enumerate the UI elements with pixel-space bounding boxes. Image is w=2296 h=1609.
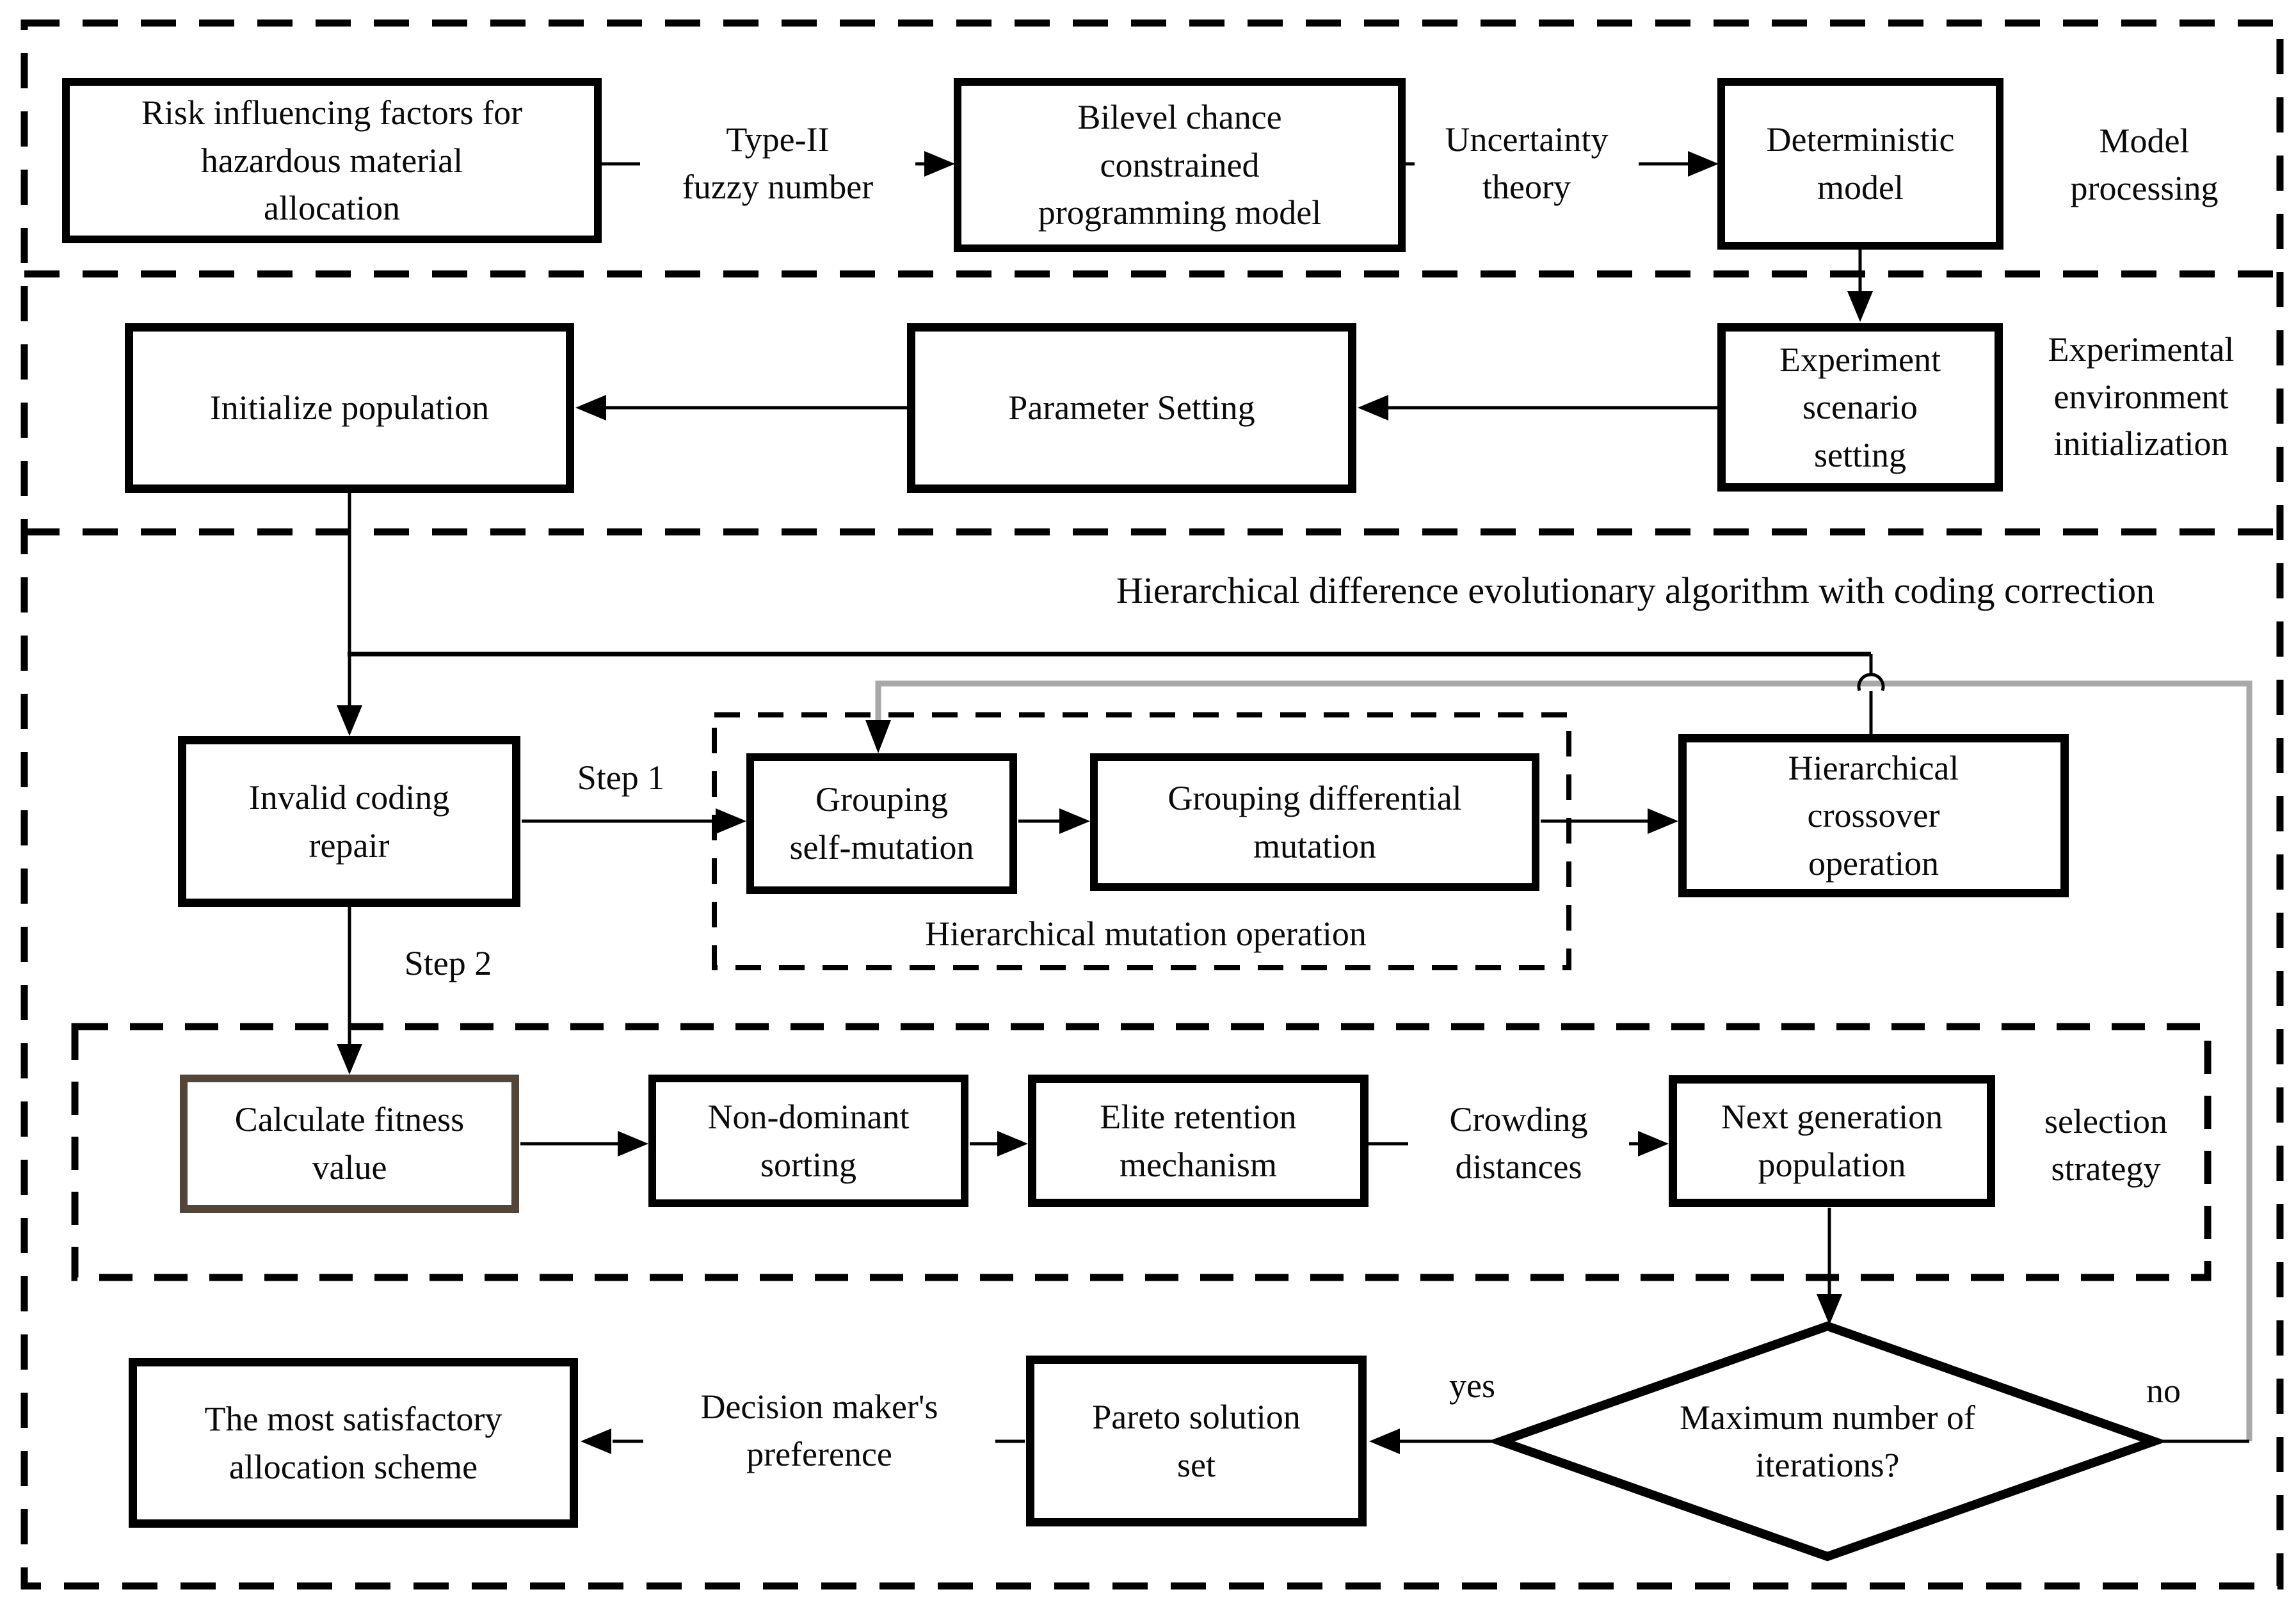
box-initialize-population: Initialize population	[125, 323, 574, 493]
box-risk-factors: Risk influencing factors for hazardous m…	[62, 78, 602, 243]
arrowhead-into-fitness	[337, 1044, 362, 1075]
edge-label-uncertainty-theory: Uncertainty theory	[1415, 114, 1639, 214]
group-label-selection-strategy: selection strategy	[2044, 1102, 2167, 1188]
box-experiment-scenario: Experiment scenario setting	[1717, 323, 2003, 492]
box-invalid-coding-repair-label: Invalid coding repair	[248, 778, 450, 865]
box-deterministic-model-label: Deterministic model	[1766, 120, 1955, 207]
decision-diamond	[1487, 1321, 2168, 1562]
edge-label-crowding-distances: Crowding distances	[1408, 1094, 1629, 1194]
arrowhead-into-diffmutation	[1059, 808, 1090, 834]
box-risk-factors-label: Risk influencing factors for hazardous m…	[141, 93, 523, 228]
box-most-satisfactory: The most satisfactory allocation scheme	[129, 1358, 578, 1528]
box-pareto-solution-label: Pareto solution set	[1092, 1397, 1301, 1484]
arrowhead-into-parameter	[1358, 395, 1388, 420]
arrowheads	[337, 151, 1873, 1454]
box-calculate-fitness: Calculate fitness value	[180, 1075, 519, 1213]
arrowhead-into-nextgen	[1638, 1131, 1669, 1157]
edge-label-yes: yes	[1449, 1366, 1495, 1405]
box-grouping-self-mutation: Grouping self-mutation	[746, 753, 1017, 894]
box-bilevel-model-label: Bilevel chance constrained programming m…	[1038, 98, 1322, 232]
box-parameter-setting: Parameter Setting	[907, 323, 1356, 493]
box-hierarchical-crossover: Hierarchical crossover operation	[1678, 734, 2069, 897]
box-hierarchical-crossover-label: Hierarchical crossover operation	[1788, 748, 1959, 883]
box-elite-retention-label: Elite retention mechanism	[1100, 1097, 1297, 1184]
box-non-dominant-sorting: Non-dominant sorting	[648, 1075, 968, 1207]
outer-dashed-border	[20, 19, 2284, 1590]
section-title-algorithm: Hierarchical difference evolutionary alg…	[1116, 569, 2155, 611]
box-elite-retention: Elite retention mechanism	[1028, 1075, 1369, 1207]
decision-diamond-label: Maximum number of iterations?	[1680, 1398, 1975, 1484]
edge-label-no: no	[2146, 1371, 2181, 1410]
edge-label-step-1: Step 1	[577, 758, 665, 797]
arrowhead-into-selfmutation	[716, 808, 746, 834]
arrowhead-into-diamond	[1817, 1294, 1842, 1325]
arrowhead-into-sorting	[618, 1131, 648, 1157]
box-next-generation: Next generation population	[1669, 1075, 1995, 1207]
mutation-group-dashed-box	[712, 712, 1571, 970]
box-pareto-solution: Pareto solution set	[1026, 1356, 1367, 1526]
arrowhead-loop-into-selfmutation	[865, 720, 891, 753]
arrowhead-into-elite	[997, 1131, 1028, 1157]
box-experiment-scenario-label: Experiment scenario setting	[1779, 340, 1941, 474]
arrowhead-into-crossover	[1648, 808, 1678, 834]
arrowhead-into-repair	[337, 705, 362, 736]
box-invalid-coding-repair: Invalid coding repair	[178, 736, 520, 907]
arrowhead-into-pareto	[1369, 1429, 1400, 1454]
section-label-model-processing: Model processing	[2070, 122, 2219, 207]
selection-group-dashed-box	[71, 1023, 2212, 1281]
iteration-loop-line	[875, 680, 2252, 1441]
box-next-generation-label: Next generation population	[1721, 1098, 1943, 1184]
box-grouping-differential-mutation: Grouping differential mutation	[1090, 753, 1539, 891]
box-deterministic-model: Deterministic model	[1717, 78, 2003, 250]
edge-label-step-2: Step 2	[404, 943, 492, 982]
arrowhead-into-initialize	[575, 395, 606, 420]
edge-label-decision-preference: Decision maker's preference	[643, 1381, 995, 1481]
box-most-satisfactory-label: The most satisfactory allocation scheme	[204, 1399, 502, 1486]
box-bilevel-model: Bilevel chance constrained programming m…	[954, 78, 1406, 252]
arrowhead-into-experiment	[1847, 291, 1873, 322]
section-label-experimental-env: Experimental environment initialization	[2048, 330, 2235, 463]
box-grouping-self-mutation-label: Grouping self-mutation	[789, 780, 974, 867]
box-initialize-population-label: Initialize population	[209, 388, 490, 428]
arrowhead-into-bilevel	[924, 151, 955, 177]
group-label-mutation-operation: Hierarchical mutation operation	[925, 915, 1367, 954]
box-grouping-differential-mutation-label: Grouping differential mutation	[1168, 778, 1462, 865]
arrowhead-into-deterministic	[1688, 151, 1719, 177]
arrowhead-into-scheme	[581, 1429, 611, 1454]
box-non-dominant-sorting-label: Non-dominant sorting	[707, 1097, 910, 1184]
edge-label-type-ii-fuzzy: Type-II fuzzy number	[640, 114, 915, 214]
box-parameter-setting-label: Parameter Setting	[1008, 388, 1255, 428]
box-calculate-fitness-label: Calculate fitness value	[234, 1100, 465, 1187]
